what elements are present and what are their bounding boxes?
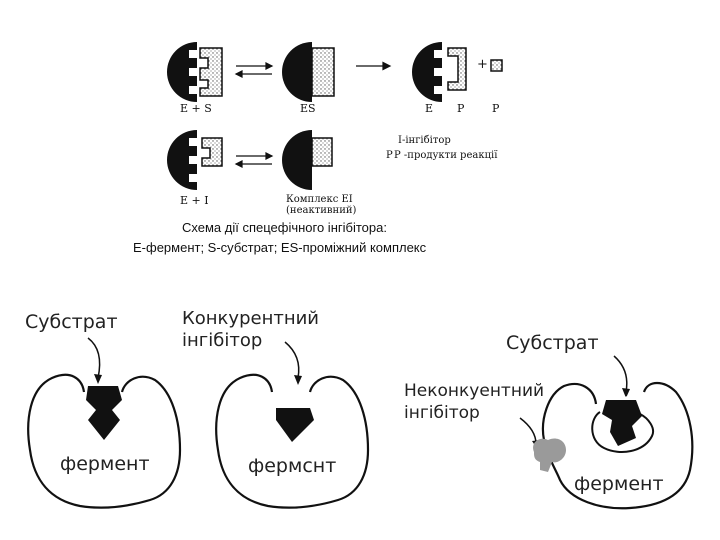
label-e-plus-i: E + I <box>180 194 209 207</box>
inhibitor-shape-2 <box>276 408 314 442</box>
label-e-product: E <box>425 102 433 115</box>
panel-substrate-binding: Субстрат фермент <box>25 311 182 509</box>
panel-competitive-inhibitor: Конкурентний інгібітор фермснт <box>182 308 370 509</box>
arrowhead-substrate-1 <box>94 374 102 384</box>
top-scheme: E + S ES E + <box>133 42 503 255</box>
plus-sign: + <box>477 57 488 72</box>
substrate-shape-3 <box>602 400 642 446</box>
caption-line1: Схема дії спецефічного інгібітора: <box>182 220 387 235</box>
enzyme-outline-1 <box>27 373 182 509</box>
label-complex-ei: Комплекс EI <box>286 194 353 205</box>
arrow-inhibitor-2 <box>284 341 300 379</box>
distorted-site-3 <box>591 411 654 453</box>
product-p1 <box>447 47 467 91</box>
arrowhead-substrate-3 <box>622 388 630 398</box>
label-enzyme-2: фермснт <box>248 455 336 477</box>
label-inactive: (неактивний) <box>286 205 357 216</box>
ei-complex <box>282 130 333 190</box>
enzyme-outline-3 <box>541 381 694 510</box>
legend-products: P -продукти реакції <box>394 150 498 161</box>
panel-noncompetitive-inhibitor: Субстрат Неконкуентний інгібітор фермент <box>404 332 694 510</box>
es-complex <box>282 42 335 102</box>
substrate-shape-1 <box>86 386 122 440</box>
equilibrium-arrows-2 <box>234 152 274 168</box>
label-enzyme-3: фермент <box>574 473 664 495</box>
label-enzyme-1: фермент <box>60 453 150 475</box>
label-p1: P <box>457 102 465 115</box>
label-competitive-1: Конкурентний <box>182 308 319 329</box>
arrow-substrate-1 <box>87 337 101 379</box>
label-substrate-3: Субстрат <box>506 332 599 354</box>
label-noncompetitive-2: інгібітор <box>404 403 480 423</box>
inhibitor-i-row2 <box>201 137 223 167</box>
noncompetitive-inhibitor-shape <box>533 438 566 472</box>
legend-products-p: P <box>386 150 393 161</box>
label-es: ES <box>300 102 316 115</box>
label-noncompetitive-1: Неконкуентний <box>404 381 544 401</box>
enzyme-e-released <box>412 42 442 102</box>
arrow-inhibitor-3 <box>519 417 537 445</box>
label-substrate-1: Субстрат <box>25 311 118 333</box>
arrow-substrate-3 <box>613 355 628 393</box>
forward-arrow <box>356 61 392 71</box>
caption-line2: E-фермент; S-субстрат; ES-проміжний комп… <box>133 240 427 255</box>
label-e-plus-s: E + S <box>180 102 212 115</box>
enzyme-e-row1 <box>167 42 197 102</box>
enzyme-e-row2 <box>167 130 197 190</box>
substrate-s-row1 <box>199 47 223 97</box>
arrowhead-inhibitor-2 <box>294 375 302 385</box>
equilibrium-arrows-1 <box>234 62 274 78</box>
legend-inhibitor: I-інгібітор <box>398 135 451 146</box>
label-p2: P <box>492 102 500 115</box>
product-p2 <box>490 59 503 72</box>
label-competitive-2: інгібітор <box>182 330 262 351</box>
